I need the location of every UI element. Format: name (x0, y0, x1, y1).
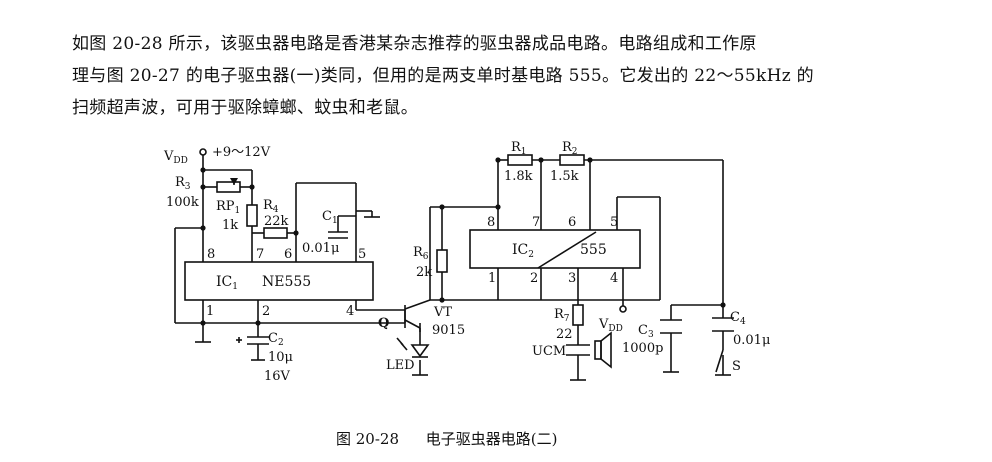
c4-value: 0.01μ (733, 333, 770, 348)
r4-body (246, 204, 258, 227)
ic2-pin-5: 5 (610, 215, 618, 230)
figure-number: 图 20-28 (336, 430, 400, 448)
r6-body (436, 249, 448, 273)
ic1-pin-4: 4 (346, 304, 354, 319)
c3-value: 1000p (622, 341, 663, 356)
c2-value-1: 10μ (268, 350, 293, 365)
ic1-type: NE555 (262, 274, 311, 290)
r1-body (507, 154, 533, 166)
r6-label: R6 (413, 245, 429, 262)
r4-label: R4 (263, 198, 279, 215)
ic1-label: IC1 (216, 274, 238, 292)
vt-label: VT (433, 305, 452, 320)
r4-value: 22k (264, 214, 289, 229)
supply-terminal (199, 148, 207, 156)
r1-label: R1 (511, 140, 527, 157)
ic2-body (469, 229, 641, 269)
junction-dots (200, 157, 726, 326)
c2-label: C2 (268, 331, 284, 348)
supply-label: +9～12V (212, 145, 271, 160)
rp1-resistor (216, 181, 241, 193)
r2-body (559, 154, 585, 166)
r2-label: R2 (562, 140, 578, 157)
ic2-pin-6: 6 (568, 215, 576, 230)
r3-value: 100k (166, 195, 199, 210)
ic1-pin-8: 8 (207, 247, 215, 262)
ic1-pin-2: 2 (262, 304, 270, 319)
ic2-pin-2: 2 (530, 271, 538, 286)
ic2-label: IC2 (512, 242, 534, 260)
rp1-value: 1k (222, 218, 238, 233)
rp1-wiper (230, 178, 238, 185)
rp1-label: RP1 (216, 199, 240, 216)
r7-value: 22 (556, 327, 573, 342)
r7-body (572, 304, 584, 326)
c4-label: C4 (730, 310, 746, 327)
vdd-label: VDD (163, 149, 188, 166)
ucm-transducer (566, 331, 612, 381)
ucm-label: UCM (532, 344, 566, 359)
vdd2-label: VDD (598, 317, 623, 334)
r7-label: R7 (554, 307, 570, 324)
ic2-slash (537, 231, 597, 269)
led-label: LED (386, 358, 415, 373)
figure-caption: 图 20-28 电子驱虫器电路(二) (336, 428, 580, 449)
q-label: Q (378, 316, 389, 331)
c1-value: 0.01μ (302, 241, 339, 256)
r6-value: 2k (416, 265, 432, 280)
ic2-vdd-terminal (619, 305, 627, 313)
ic1-pin-6: 6 (284, 247, 292, 262)
ic2-pin-1: 1 (488, 271, 496, 286)
ic1-pin-5: 5 (358, 247, 366, 262)
figure-title: 电子驱虫器电路(二) (425, 430, 558, 448)
ic2-type: 555 (580, 242, 607, 258)
schematic-wires (174, 148, 724, 380)
ic1-pin-1: 1 (206, 304, 214, 319)
ic2-pin-8: 8 (487, 215, 495, 230)
s-label: S (732, 359, 741, 374)
c3-label: C3 (638, 323, 654, 340)
description-paragraph: 如图 20-28 所示，该驱虫器电路是香港某杂志推荐的驱虫器成品电路。电路组成和… (72, 28, 962, 124)
vt-value: 9015 (432, 323, 465, 338)
ic2-pin-7: 7 (532, 215, 540, 230)
paragraph-line-3: 扫频超声波，可用于驱除蟑螂、蚊虫和老鼠。 (72, 98, 418, 118)
ic1-body (184, 261, 374, 301)
ic2-pin-4: 4 (610, 271, 618, 286)
r3-label: R3 (175, 175, 191, 192)
r1-value: 1.8k (504, 169, 533, 184)
paragraph-line-1: 如图 20-28 所示，该驱虫器电路是香港某杂志推荐的驱虫器成品电路。电路组成和… (72, 34, 757, 54)
ic1-pin-7: 7 (256, 247, 264, 262)
r4-horizontal (263, 227, 288, 239)
led-symbol (396, 337, 430, 376)
switch-s (715, 349, 724, 373)
paragraph-line-2: 理与图 20-27 的电子驱虫器(一)类同，但用的是两支单时基电路 555。它发… (72, 66, 814, 86)
c2-value-2: 16V (264, 369, 291, 384)
c1-label: C1 (322, 209, 338, 226)
ic2-pin-3: 3 (568, 271, 576, 286)
schematic-labels: VDD +9～12V R3 100k RP1 1k R4 22k C1 0.01… (163, 140, 770, 384)
r2-value: 1.5k (550, 169, 579, 184)
transistor-vt (404, 299, 431, 332)
